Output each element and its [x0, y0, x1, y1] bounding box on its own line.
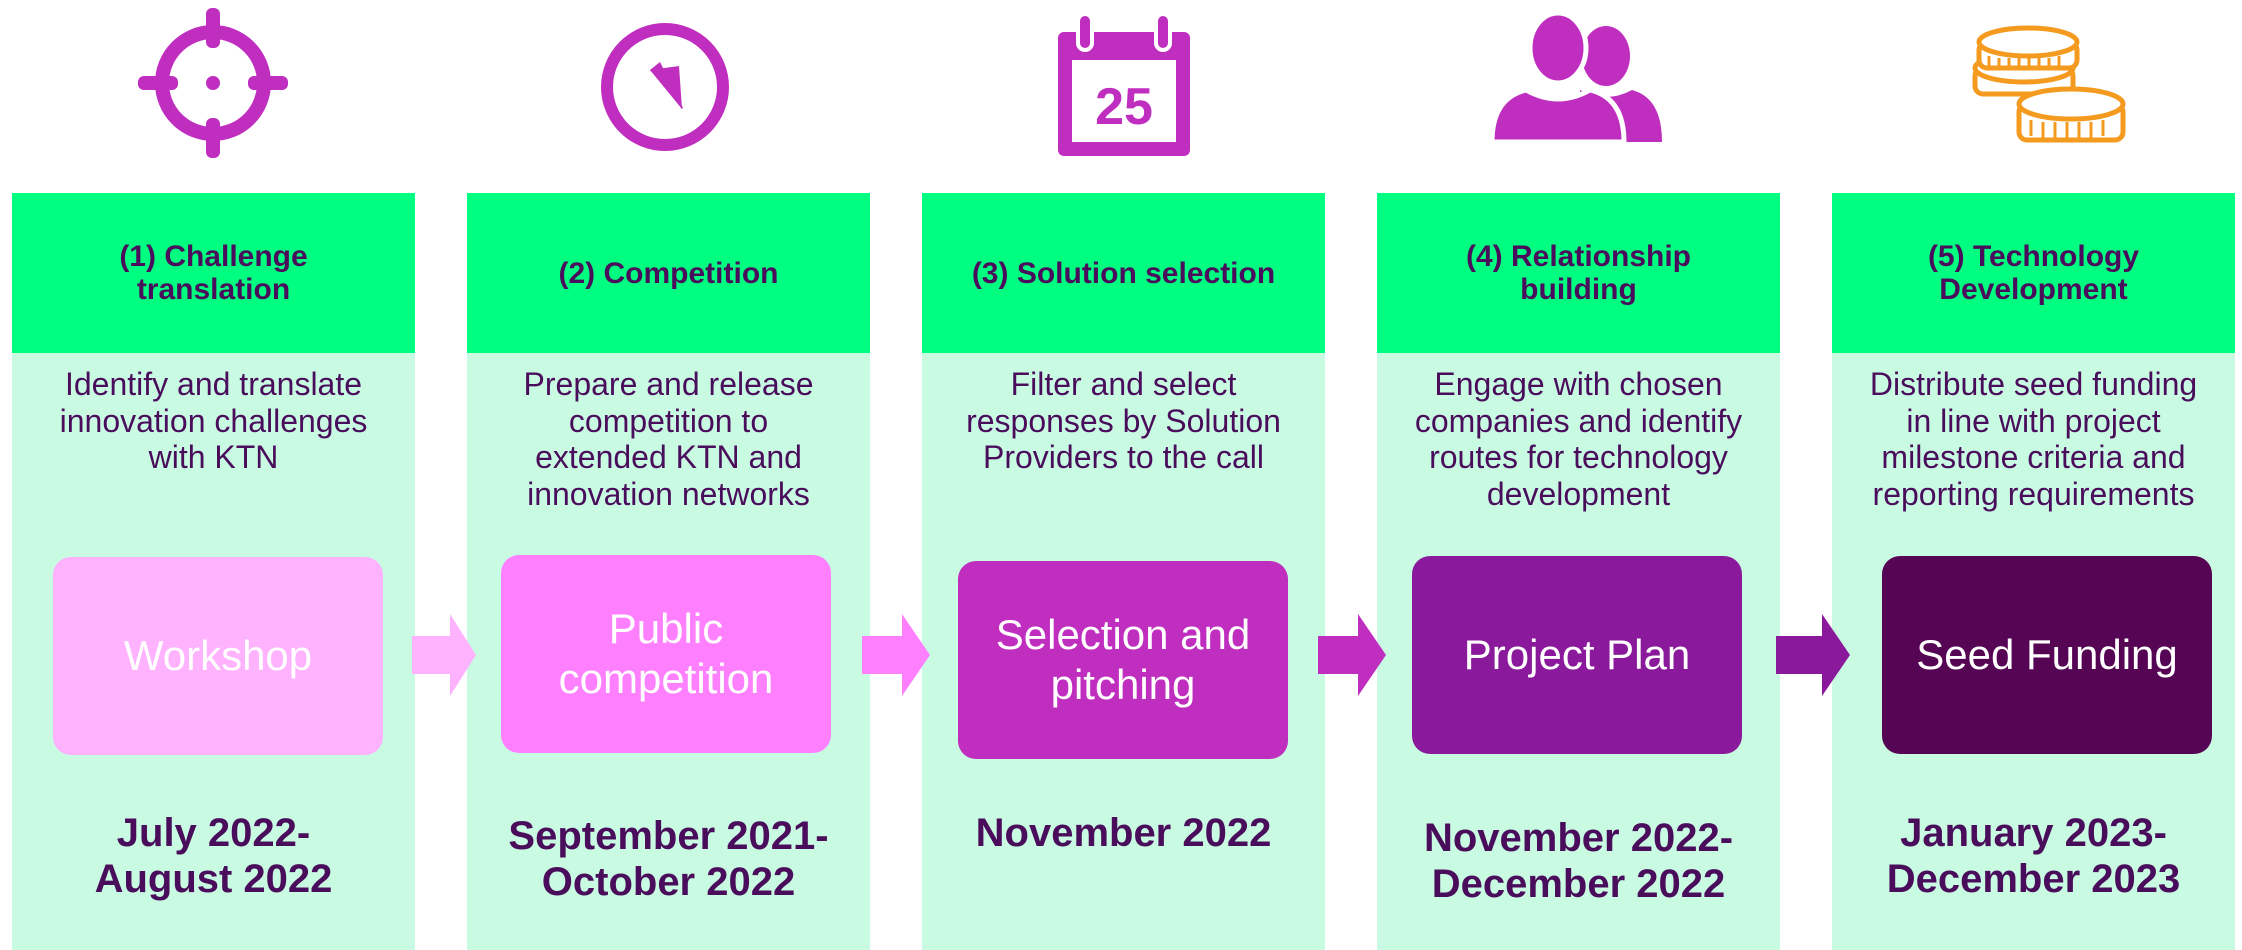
arrow-right-icon	[862, 614, 930, 696]
step-description-5: Distribute seed funding in line with pro…	[1869, 366, 2198, 512]
stage-box-selection-pitching: Selection and pitching	[958, 561, 1288, 759]
calendar-icon: 25	[1058, 12, 1190, 156]
arrow-right-icon	[412, 614, 476, 696]
compass-icon	[601, 23, 729, 151]
step-description-2: Prepare and release competition to exten…	[523, 366, 814, 512]
step-description-1: Identify and translate innovation challe…	[59, 366, 368, 475]
calendar-day: 25	[1095, 78, 1153, 136]
step-title-4: (4) Relationship building	[1377, 193, 1780, 353]
step-date-1: July 2022- August 2022	[94, 811, 333, 901]
stage-box-project-plan: Project Plan	[1412, 556, 1742, 754]
step-title-2: (2) Competition	[467, 193, 870, 353]
coins-icon	[1972, 25, 2126, 143]
step-date-5: January 2023- December 2023	[1886, 811, 2181, 901]
stage-box-seed-funding: Seed Funding	[1882, 556, 2212, 754]
step-title-3: (3) Solution selection	[922, 193, 1325, 353]
arrow-right-icon	[1318, 614, 1386, 696]
step-date-2: September 2021- October 2022	[508, 814, 829, 904]
people-icon	[1489, 12, 1662, 144]
step-date-3: November 2022	[975, 811, 1272, 855]
step-title-5: (5) Technology Development	[1832, 193, 2235, 353]
stage-box-workshop: Workshop	[53, 557, 383, 755]
target-icon	[138, 8, 288, 158]
step-title-1: (1) Challenge translation	[12, 193, 415, 353]
step-description-4: Engage with chosen companies and identif…	[1414, 366, 1743, 512]
step-description-3: Filter and select responses by Solution …	[966, 366, 1281, 475]
step-column-2: (2) Competition Prepare and release comp…	[467, 193, 870, 950]
stage-box-public-competition: Public competition	[501, 555, 831, 753]
arrow-right-icon	[1776, 614, 1850, 696]
step-column-5: (5) Technology Development Distribute se…	[1832, 193, 2235, 950]
step-date-4: November 2022- December 2022	[1423, 816, 1734, 906]
